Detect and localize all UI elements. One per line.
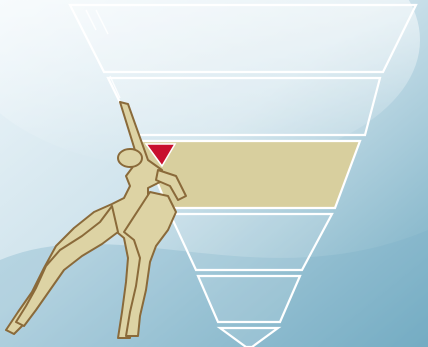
figure-head bbox=[118, 149, 142, 167]
tier-second bbox=[108, 78, 380, 135]
tier-top bbox=[70, 5, 416, 72]
tier-fourth bbox=[170, 214, 332, 270]
